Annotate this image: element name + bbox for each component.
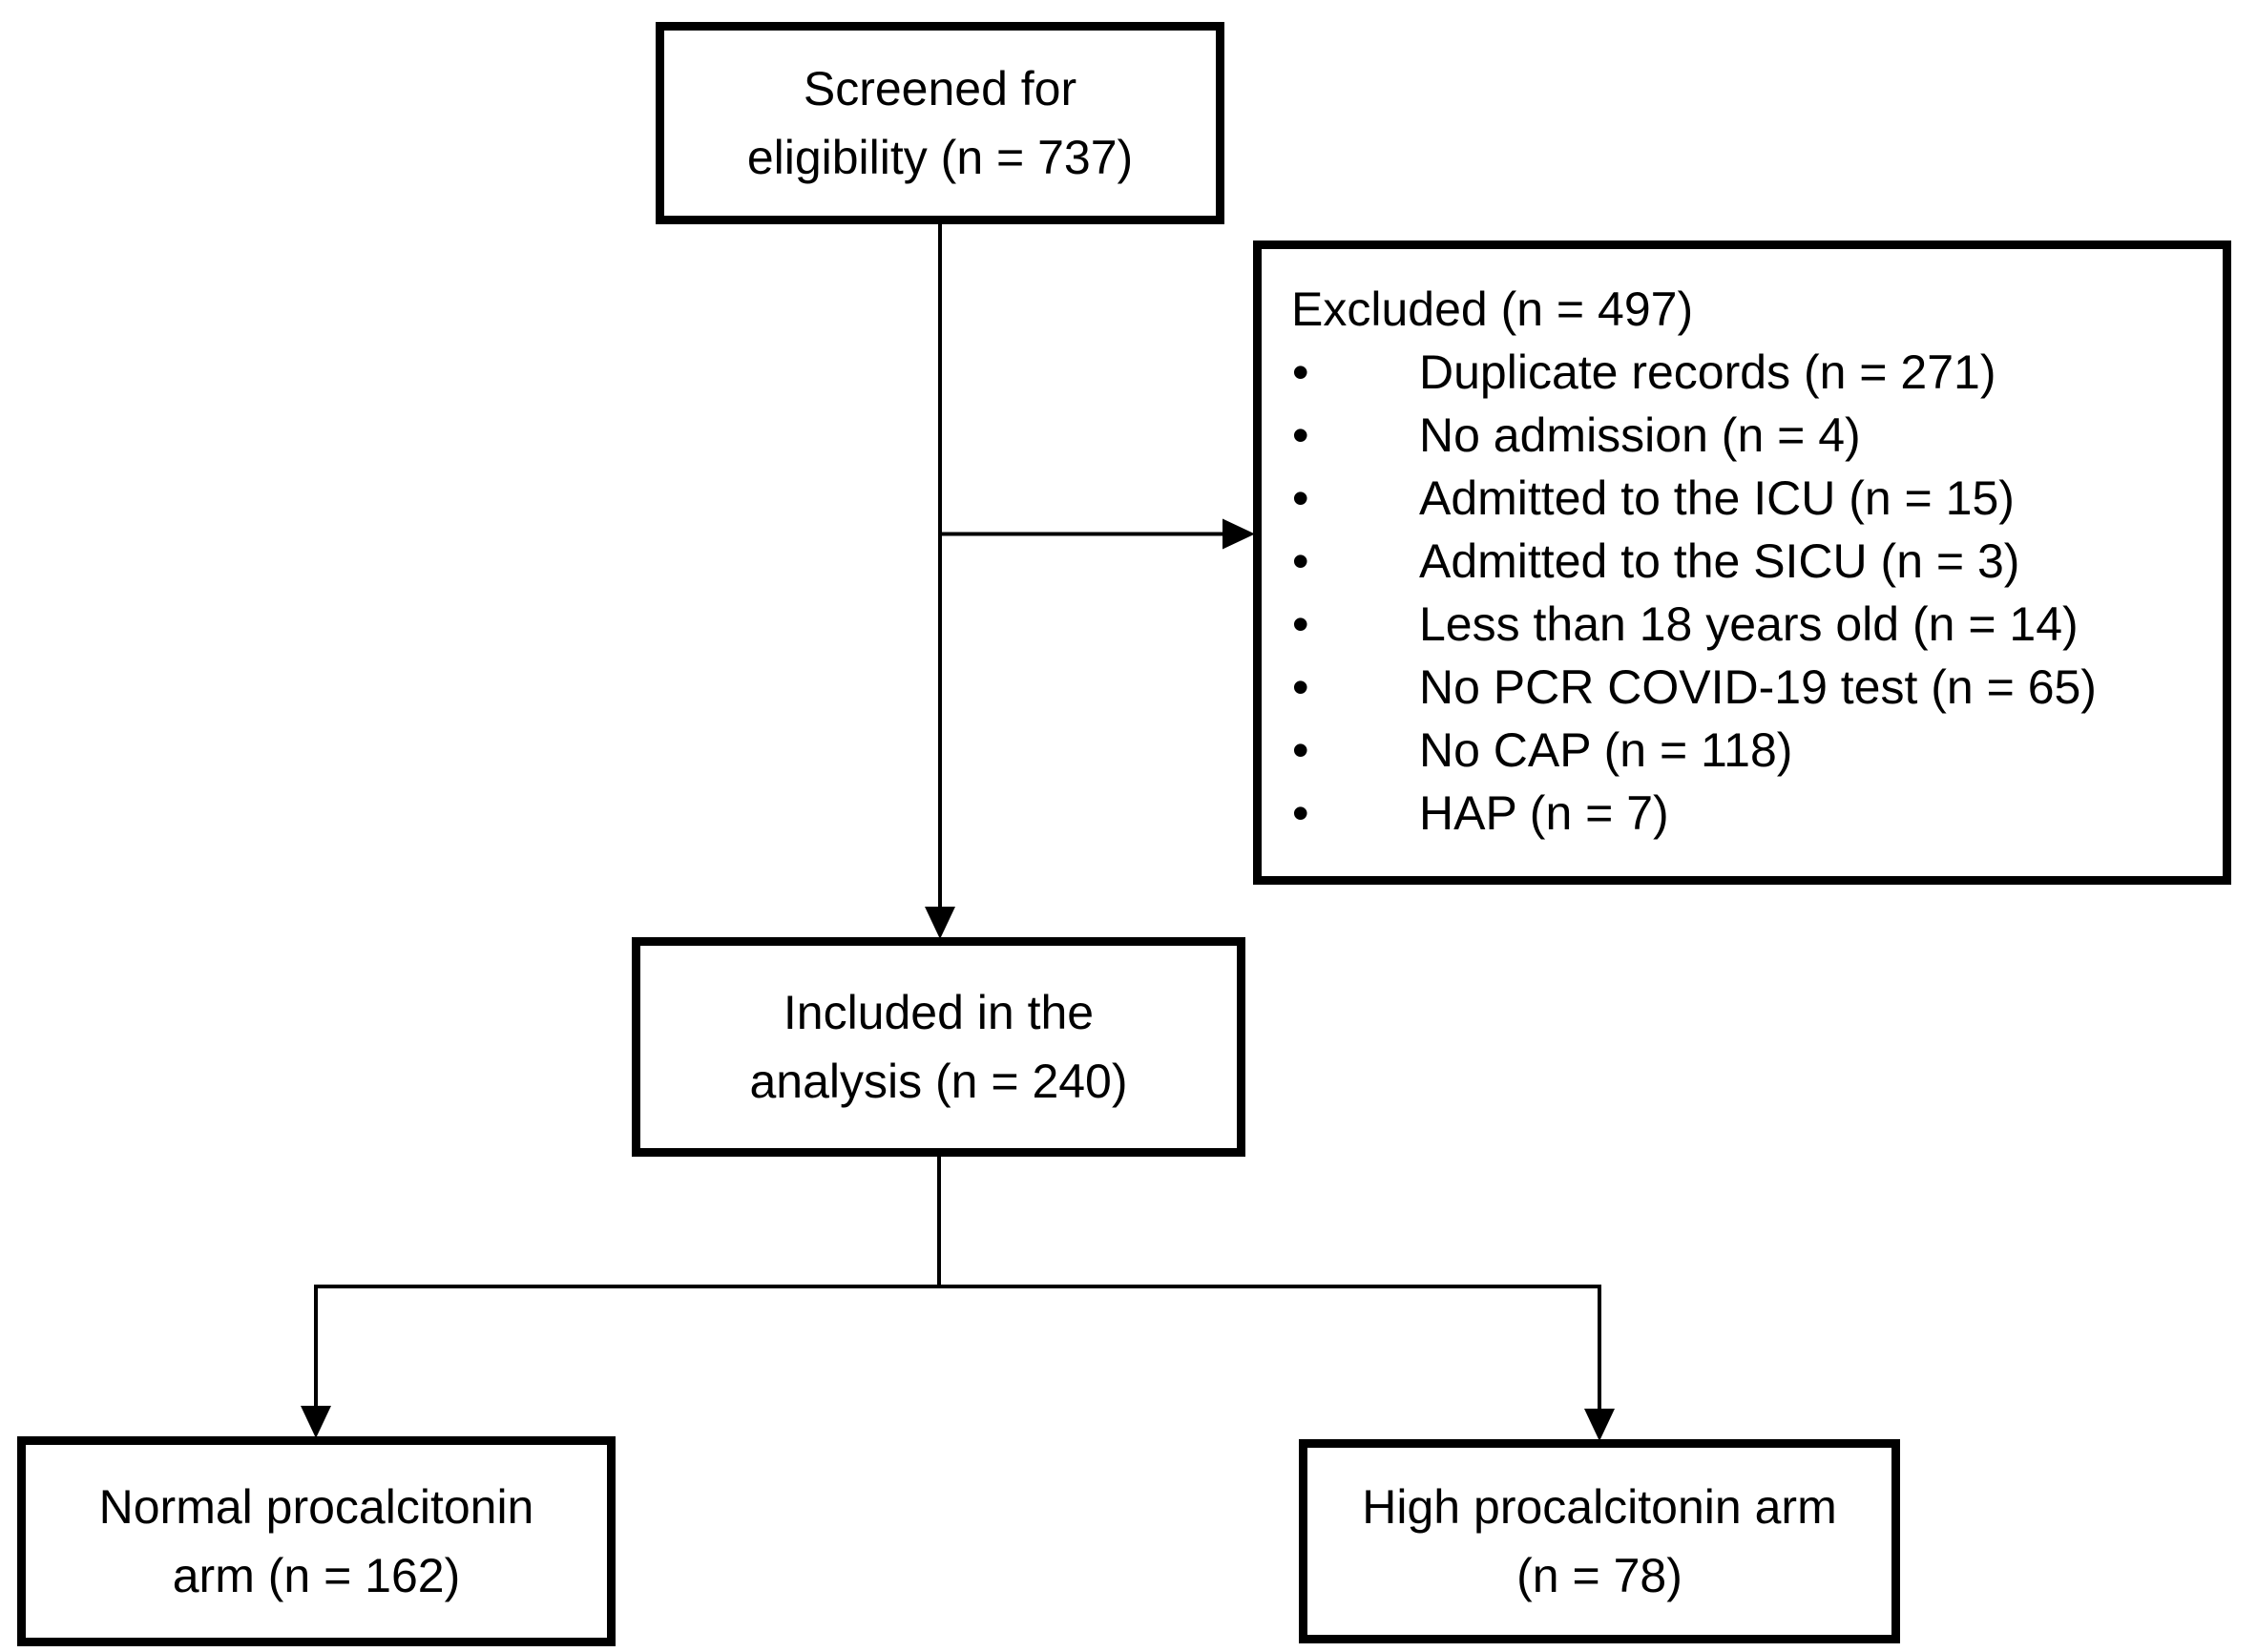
excluded-item-label: No admission (n = 4) <box>1419 408 1861 462</box>
excluded-list-item: • Admitted to the ICU (n = 15) <box>1291 467 2204 530</box>
included-box-line1: Included in the <box>783 986 1095 1039</box>
bullet-icon: • <box>1292 408 1309 462</box>
excluded-list-item: • Less than 18 years old (n = 14) <box>1291 593 2204 656</box>
high-arm-line2: (n = 78) <box>1516 1549 1682 1602</box>
bullet-icon: • <box>1292 597 1309 651</box>
excluded-item-label: Admitted to the ICU (n = 15) <box>1419 471 2015 525</box>
arrowhead-to-normal-arm-icon <box>301 1406 331 1438</box>
arrowhead-to-included-icon <box>925 907 955 939</box>
excluded-item-label: Duplicate records (n = 271) <box>1419 345 1996 399</box>
normal-arm-line2: arm (n = 162) <box>172 1549 461 1602</box>
excluded-item-label: Admitted to the SICU (n = 3) <box>1419 534 2020 588</box>
excluded-box: Excluded (n = 497) • Duplicate records (… <box>1253 240 2231 885</box>
excluded-item-label: Less than 18 years old (n = 14) <box>1419 597 2079 651</box>
excluded-item-label: No CAP (n = 118) <box>1419 723 1793 777</box>
screened-box-line2: eligibility (n = 737) <box>746 131 1134 184</box>
screened-box: Screened for eligibility (n = 737) <box>656 22 1224 224</box>
high-arm-line1: High procalcitonin arm <box>1362 1480 1837 1534</box>
arrowhead-to-high-arm-icon <box>1584 1409 1615 1441</box>
screened-box-line1: Screened for <box>803 62 1077 115</box>
excluded-list-item: • No CAP (n = 118) <box>1291 719 2204 782</box>
arrowhead-to-excluded-icon <box>1223 518 1255 550</box>
included-box: Included in the analysis (n = 240) <box>632 937 1245 1157</box>
bullet-icon: • <box>1292 660 1309 714</box>
bullet-icon: • <box>1292 723 1309 777</box>
bullet-icon: • <box>1292 345 1309 399</box>
excluded-list-item: • Admitted to the SICU (n = 3) <box>1291 530 2204 593</box>
excluded-list-item: • No admission (n = 4) <box>1291 404 2204 467</box>
excluded-item-label: No PCR COVID-19 test (n = 65) <box>1419 660 2097 714</box>
excluded-list-item: • HAP (n = 7) <box>1291 782 2204 845</box>
bullet-icon: • <box>1292 786 1309 840</box>
excluded-list: • Duplicate records (n = 271) • No admis… <box>1291 341 2204 845</box>
excluded-list-item: • No PCR COVID-19 test (n = 65) <box>1291 656 2204 719</box>
excluded-title: Excluded (n = 497) <box>1291 282 1694 336</box>
high-arm-box: High procalcitonin arm (n = 78) <box>1299 1439 1900 1643</box>
normal-arm-box: Normal procalcitonin arm (n = 162) <box>17 1436 616 1646</box>
bullet-icon: • <box>1292 471 1309 525</box>
included-box-line2: analysis (n = 240) <box>749 1055 1128 1108</box>
excluded-item-label: HAP (n = 7) <box>1419 786 1669 840</box>
bullet-icon: • <box>1292 534 1309 588</box>
excluded-list-item: • Duplicate records (n = 271) <box>1291 341 2204 404</box>
normal-arm-line1: Normal procalcitonin <box>98 1480 534 1534</box>
